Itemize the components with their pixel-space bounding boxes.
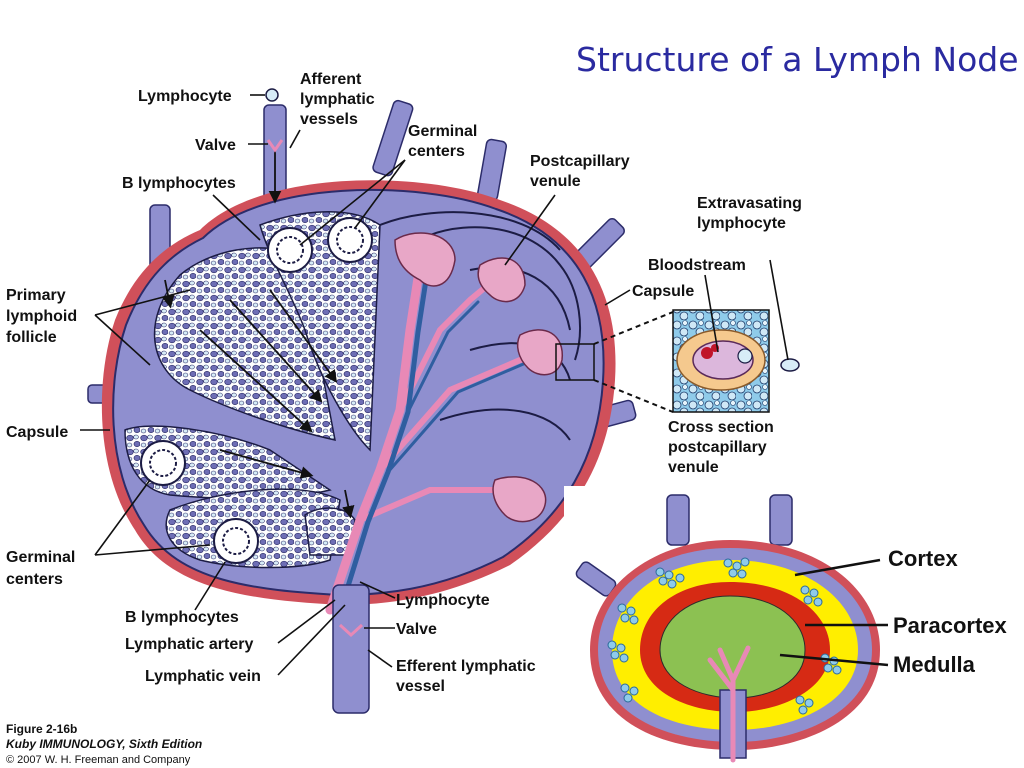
label-postcapillary-1: Postcapillary bbox=[530, 153, 630, 170]
label-paracortex: Paracortex bbox=[893, 613, 1008, 638]
label-afferent-3: vessels bbox=[300, 111, 358, 128]
page-title: Structure of a Lymph Node bbox=[576, 40, 1019, 79]
labels: Lymphocyte Afferent lymphatic vessels Va… bbox=[6, 71, 1008, 695]
label-b-lymphocytes-bottom: B lymphocytes bbox=[125, 609, 239, 626]
extravasating-lymphocyte-icon bbox=[780, 358, 800, 372]
label-capsule-left: Capsule bbox=[6, 424, 68, 441]
label-lymphocyte-top: Lymphocyte bbox=[138, 88, 232, 105]
lymph-node bbox=[87, 88, 637, 714]
label-primary-follicle-3: follicle bbox=[6, 329, 57, 346]
follicle-clusters bbox=[607, 557, 842, 715]
label-cross-section-1: Cross section bbox=[668, 419, 774, 436]
germinal-center bbox=[140, 440, 186, 486]
caption-copyright: © 2007 W. H. Freeman and Company bbox=[6, 754, 191, 766]
caption-book: Kuby IMMUNOLOGY, Sixth Edition bbox=[6, 737, 202, 751]
label-bloodstream: Bloodstream bbox=[648, 257, 746, 274]
valve bbox=[266, 139, 284, 153]
label-afferent-1: Afferent bbox=[300, 71, 362, 88]
label-efferent-2: vessel bbox=[396, 678, 445, 695]
label-primary-follicle-2: lymphoid bbox=[6, 308, 77, 325]
label-lymphocyte-bottom: Lymphocyte bbox=[396, 592, 490, 609]
trabeculae bbox=[379, 211, 581, 441]
caption-figure: Figure 2-16b bbox=[6, 722, 77, 736]
zone-diagram bbox=[564, 486, 1024, 768]
figure-caption: Figure 2-16b Kuby IMMUNOLOGY, Sixth Edit… bbox=[6, 722, 202, 766]
lymphatic-vein bbox=[337, 264, 431, 615]
leader-lines bbox=[80, 94, 789, 676]
label-germinal-bottom-1: Germinal bbox=[6, 549, 75, 566]
label-cross-section-3: venule bbox=[668, 459, 719, 476]
lymphocyte-icon bbox=[265, 88, 279, 102]
label-primary-follicle-1: Primary bbox=[6, 287, 66, 304]
label-germinal-bottom-2: centers bbox=[6, 571, 63, 588]
label-cross-section-2: postcapillary bbox=[668, 439, 767, 456]
efferent-vessel bbox=[332, 584, 370, 714]
label-cortex: Cortex bbox=[888, 546, 958, 571]
lymphatic-artery bbox=[325, 260, 425, 615]
label-lymphatic-vein: Lymphatic vein bbox=[145, 668, 261, 685]
germinal-center bbox=[267, 227, 313, 273]
germinal-center bbox=[213, 518, 259, 564]
label-medulla: Medulla bbox=[893, 652, 976, 677]
label-germinal-top-1: Germinal bbox=[408, 123, 477, 140]
germinal-centers bbox=[140, 217, 373, 564]
label-lymphatic-artery: Lymphatic artery bbox=[125, 636, 253, 653]
label-valve-top: Valve bbox=[195, 137, 236, 154]
label-germinal-top-2: centers bbox=[408, 143, 465, 160]
label-postcapillary-2: venule bbox=[530, 173, 581, 190]
cross-section-inset bbox=[555, 309, 800, 413]
germinal-center bbox=[327, 217, 373, 263]
label-valve-bottom: Valve bbox=[396, 621, 437, 638]
label-extravasating-1: Extravasating bbox=[697, 195, 802, 212]
label-b-lymphocytes-top: B lymphocytes bbox=[122, 175, 236, 192]
label-capsule-right: Capsule bbox=[632, 283, 694, 300]
blood-vessels bbox=[325, 260, 548, 615]
postcapillary-venules bbox=[394, 232, 563, 523]
label-efferent-1: Efferent lymphatic bbox=[396, 658, 536, 675]
label-extravasating-2: lymphocyte bbox=[697, 215, 786, 232]
label-afferent-2: lymphatic bbox=[300, 91, 375, 108]
